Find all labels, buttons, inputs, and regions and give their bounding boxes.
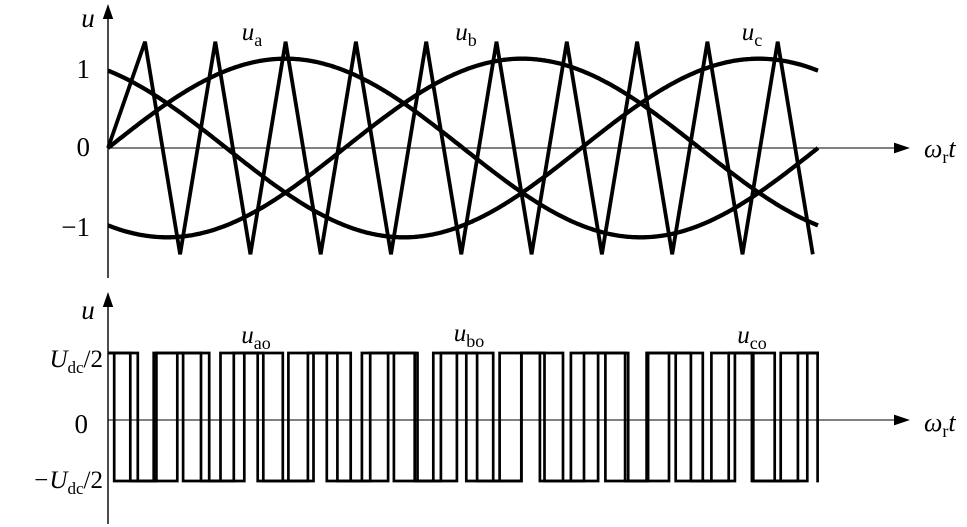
label-uco: uco [737, 322, 767, 353]
bottom-y-axis-arrow-icon [102, 292, 114, 307]
bottom-ytick-neg-udc2: −Udc/2 [33, 467, 103, 498]
bottom-x-axis-label: ωrt [924, 408, 956, 441]
top-x-axis [108, 142, 910, 154]
top-y-axis-label: u [81, 3, 95, 33]
label-ua: ua [242, 19, 263, 50]
sine-curve-ub [107, 56, 819, 240]
pwm-curve-ubo [108, 351, 819, 483]
top-ytick-0: 0 [77, 132, 91, 162]
bottom-chart-curves [108, 351, 819, 483]
label-ubo: ubo [454, 320, 485, 351]
top-y-axis-arrow-icon [102, 4, 114, 19]
bottom-x-axis [108, 414, 910, 426]
label-uc: uc [742, 19, 763, 50]
bottom-x-axis-arrow-icon [894, 414, 910, 426]
top-chart-curves [106, 41, 820, 255]
top-ytick-1: 1 [77, 54, 91, 84]
top-x-axis-label: ωrt [924, 134, 956, 167]
top-x-axis-arrow-icon [894, 142, 910, 154]
bottom-y-axis-label: u [81, 295, 95, 325]
bottom-ytick-0: 0 [75, 409, 89, 439]
bottom-y-axis [102, 292, 114, 524]
sine-curve-ua [106, 56, 820, 240]
top-ytick-neg1: −1 [61, 212, 90, 242]
sine-curve-uc [107, 56, 819, 240]
label-uao: uao [241, 322, 271, 353]
pwm-curve-uco [108, 351, 819, 483]
label-ub: ub [455, 19, 477, 50]
carrier-triangle-curve [106, 41, 815, 255]
bottom-ytick-udc2: Udc/2 [49, 346, 103, 377]
